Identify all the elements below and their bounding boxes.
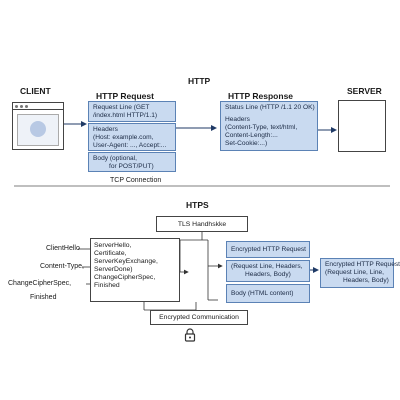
http-title: HTTP [188, 76, 211, 86]
tcp-connection-label: TCP Connection [110, 177, 162, 184]
encrypted-response-box: Encrypted HTTP Request (Request Line, Li… [320, 258, 400, 288]
change-cipher-label: ChangeCipherSpec, [8, 280, 72, 287]
lock-icon [183, 328, 197, 342]
browser-window-icon [30, 121, 46, 137]
tls-handshake-box: TLS Handhskke [156, 216, 248, 232]
request-line-box: Request Line (GET /index.html HTTP/1.1) [88, 101, 176, 122]
request-headers-box: Headers (Host: example.com, User-Agent: … [88, 123, 176, 151]
content-type-label: Content-Type, [40, 263, 84, 270]
http-response-title: HTTP Response [228, 91, 294, 101]
client-browser-window [12, 102, 64, 150]
server-hello-box: ServerHello, Certificate, ServerKeyExcha… [90, 238, 180, 302]
encrypted-request-body-box: Body (HTML content) [226, 284, 310, 303]
server-label: SERVER [347, 86, 382, 96]
http-request-title: HTTP Request [96, 91, 154, 101]
client-hello-label: ClientHello [46, 245, 80, 252]
encrypted-request-title-box: Encrypted HTTP Request [226, 241, 310, 258]
finished-label: Finished [30, 294, 57, 301]
https-title: HTPS [186, 200, 209, 210]
client-label: CLIENT [20, 86, 51, 96]
encrypted-request-mid-box: (Request Line, Headers, Headers, Body) [226, 260, 310, 282]
response-box: Status Line (HTTP /1.1 20 OK) Headers (C… [220, 101, 318, 151]
request-body-box: Body (optional, for POST/PUT) [88, 152, 176, 172]
server-box [338, 100, 386, 152]
encrypted-communication-box: Encrypted Communication [150, 310, 248, 325]
